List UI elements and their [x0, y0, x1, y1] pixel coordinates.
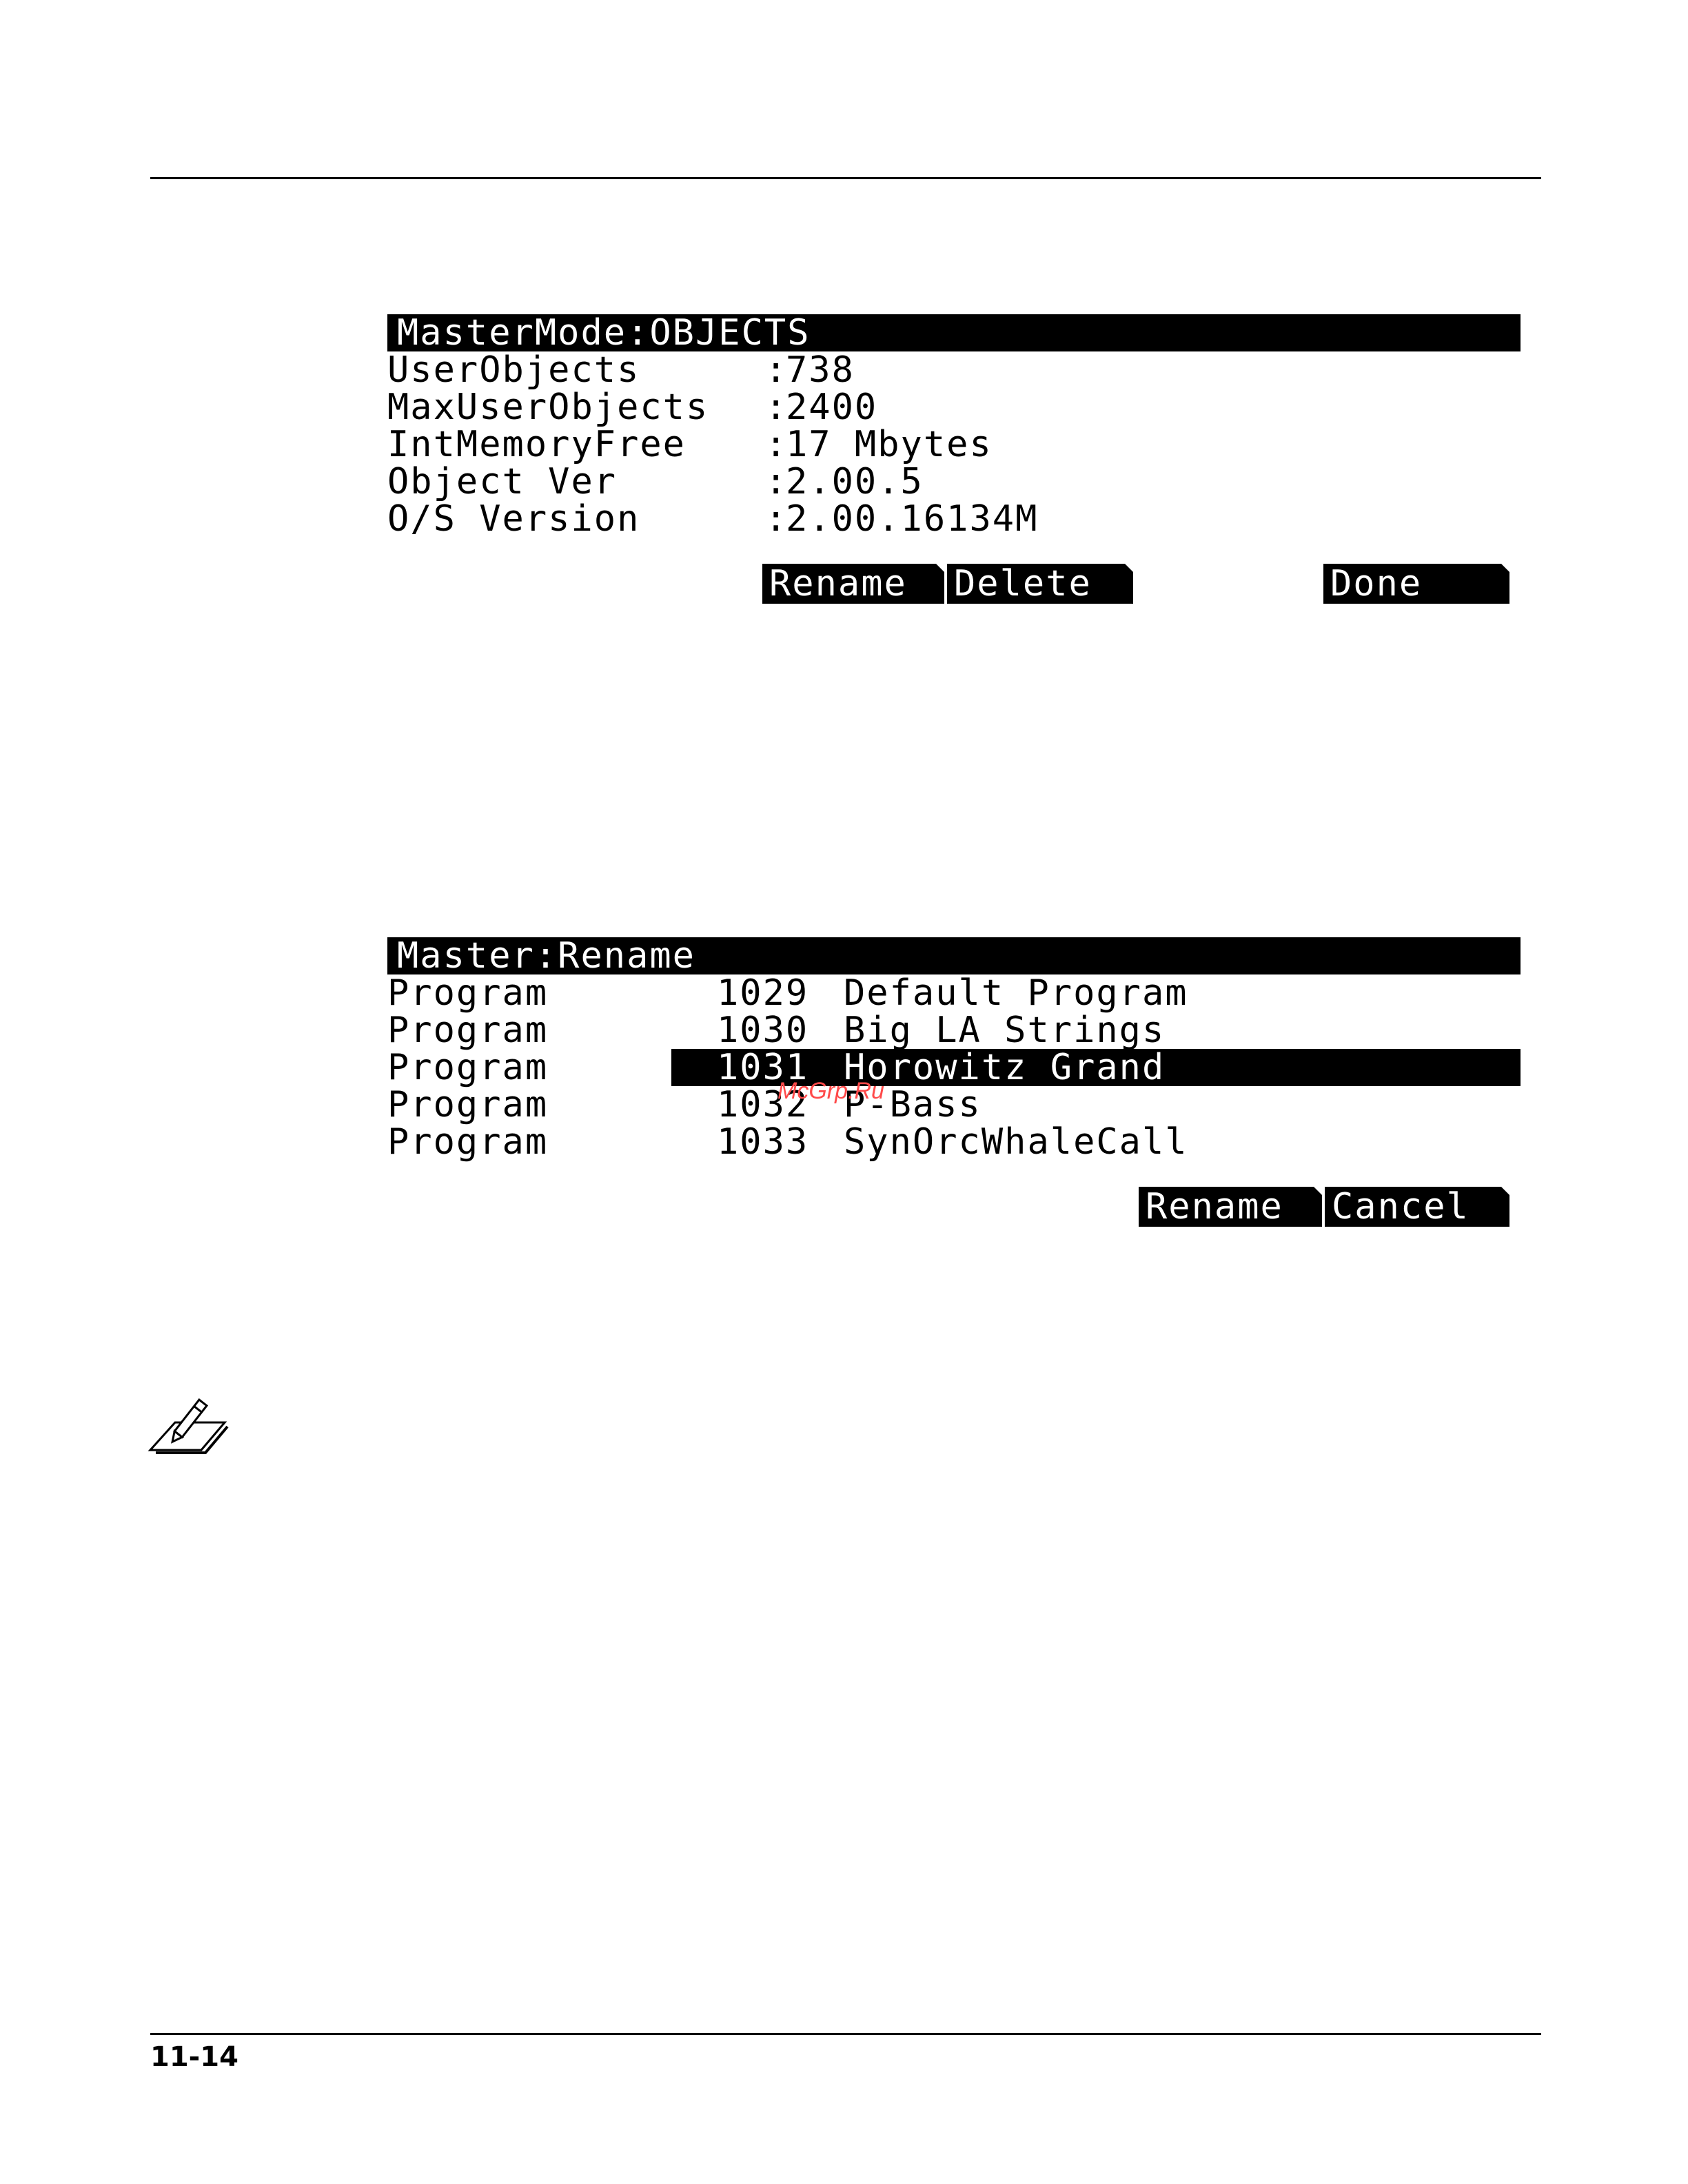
info-label: O/S Version — [387, 498, 640, 540]
note-pencil-icon — [148, 1398, 229, 1454]
info-colon: : — [765, 498, 789, 540]
info-row-os-version: O/S Version : 2.00.16134M — [387, 500, 1521, 538]
objects-screen-title: MasterMode:OBJECTS — [387, 314, 1521, 351]
object-type: Program — [387, 1010, 549, 1051]
objects-softkeys: Rename Delete Done — [387, 564, 1521, 604]
info-value: 2.00.5 — [786, 461, 924, 502]
object-number: 1030 — [717, 1010, 809, 1051]
object-list-item[interactable]: Program 1029 Default Program — [387, 974, 1521, 1012]
watermark-text: McGrp.Ru — [777, 1078, 884, 1104]
info-colon: : — [765, 424, 789, 465]
rename-confirm-button[interactable]: Rename — [1139, 1187, 1322, 1227]
header-rule — [150, 177, 1541, 179]
object-name: SynOrcWhaleCall — [844, 1121, 1188, 1163]
done-button[interactable]: Done — [1323, 564, 1509, 604]
cancel-button[interactable]: Cancel — [1325, 1187, 1509, 1227]
selection-highlight: 1031 Horowitz Grand — [671, 1049, 1521, 1086]
info-row-object-ver: Object Ver : 2.00.5 — [387, 463, 1521, 500]
object-name: P-Bass — [844, 1084, 982, 1125]
info-row-max-user-objects: MaxUserObjects : 2400 — [387, 389, 1521, 426]
object-type: Program — [387, 1121, 549, 1163]
info-value: 2400 — [786, 387, 878, 428]
object-list-item[interactable]: Program 1032 P-Bass — [387, 1086, 1521, 1123]
object-name: Default Program — [844, 972, 1188, 1014]
object-type: Program — [387, 972, 549, 1014]
info-row-int-memory-free: IntMemoryFree : 17 Mbytes — [387, 426, 1521, 463]
object-number: 1029 — [717, 972, 809, 1014]
rename-button[interactable]: Rename — [762, 564, 944, 604]
object-number: 1033 — [717, 1121, 809, 1163]
object-type: Program — [387, 1084, 549, 1125]
info-colon: : — [765, 461, 789, 502]
rename-softkeys: Rename Cancel — [387, 1187, 1521, 1227]
delete-button[interactable]: Delete — [947, 564, 1133, 604]
object-name: Horowitz Grand — [844, 1047, 1166, 1088]
rename-screen: Master:Rename Program 1029 Default Progr… — [387, 937, 1521, 1227]
object-list-item-selected[interactable]: Program 1031 Horowitz Grand — [387, 1049, 1521, 1086]
objects-screen: MasterMode:OBJECTS UserObjects : 738 Max… — [387, 314, 1521, 604]
info-value: 2.00.16134M — [786, 498, 1039, 540]
object-list-item[interactable]: Program 1030 Big LA Strings — [387, 1012, 1521, 1049]
info-row-user-objects: UserObjects : 738 — [387, 351, 1521, 389]
info-label: UserObjects — [387, 349, 640, 391]
info-label: Object Ver — [387, 461, 618, 502]
object-number: 1031 — [717, 1047, 809, 1088]
object-list-item[interactable]: Program 1033 SynOrcWhaleCall — [387, 1123, 1521, 1161]
info-value: 738 — [786, 349, 855, 391]
info-label: IntMemoryFree — [387, 424, 686, 465]
page-number: 11-14 — [150, 2041, 238, 2073]
object-type: Program — [387, 1047, 549, 1088]
footer-rule — [150, 2033, 1541, 2035]
info-label: MaxUserObjects — [387, 387, 709, 428]
info-colon: : — [765, 387, 789, 428]
object-number: 1032 — [717, 1084, 809, 1125]
info-value: 17 Mbytes — [786, 424, 993, 465]
info-colon: : — [765, 349, 789, 391]
rename-screen-title: Master:Rename — [387, 937, 1521, 974]
object-name: Big LA Strings — [844, 1010, 1166, 1051]
